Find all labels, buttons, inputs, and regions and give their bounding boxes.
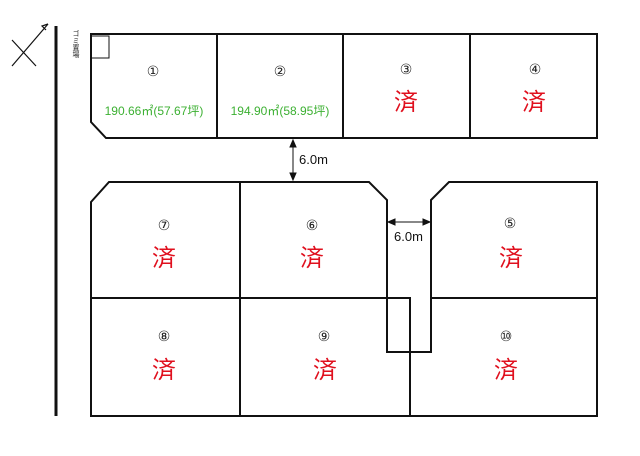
lot-4-outline [469,33,598,139]
lot-7-sold-mark: 済 [152,244,176,272]
road-width-label-stub: 6.0m [394,229,423,244]
lot-8-number: ⑧ [158,329,171,345]
lot-10-number: ⑩ [500,329,513,345]
lot-6-sold-mark: 済 [300,244,324,272]
north-arrow-icon [11,23,49,67]
lot-5-sold-mark: 済 [499,244,523,272]
road-width-label-main: 6.0m [299,152,328,167]
lot-1-area: 190.66㎡(57.67坪) [105,104,204,118]
lot-3-number: ③ [400,62,413,78]
lot-2-outline [216,33,344,139]
lot-5-outline [430,181,598,299]
lot-1-outline [90,33,218,139]
lot-9-sold-mark: 済 [313,356,337,384]
lot-6-number: ⑥ [306,218,319,234]
lot-7-outline [90,181,241,299]
lot-5-number: ⑤ [504,216,517,232]
road-width-vertical [289,138,297,182]
lot-3-outline [342,33,471,139]
lot-4-number: ④ [529,62,542,78]
lot-3-sold-mark: 済 [394,88,418,116]
lot-2-number: ② [274,64,287,80]
lot-7-number: ⑦ [158,218,171,234]
lot-4-sold-mark: 済 [522,88,546,116]
road-width-horizontal [386,218,432,226]
lot-8-sold-mark: 済 [152,356,176,384]
private-road-outline [386,200,432,353]
lot-6-outline [239,181,388,299]
garbage-station-label: ゴミ置場 [72,29,80,59]
lot-1-number: ① [147,64,160,80]
lot-10-sold-mark: 済 [494,356,518,384]
lot-9-number: ⑨ [318,329,331,345]
lot-2-area: 194.90㎡(58.95坪) [231,104,330,118]
